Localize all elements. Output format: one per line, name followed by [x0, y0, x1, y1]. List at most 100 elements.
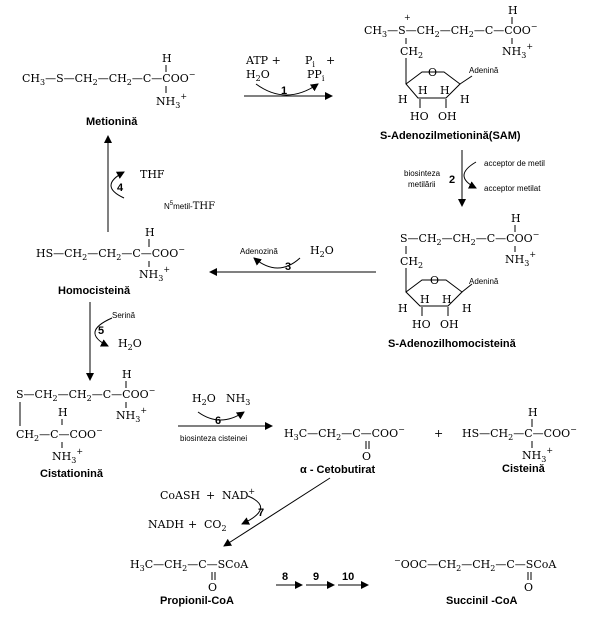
cistationina-structure: S—CH2—CH2—C—COO− H NH3+ H CH2—C—COO− NH3… [16, 368, 155, 465]
homocisteina-structure: HS—CH2—CH2—C—COO− H NH3+ [36, 226, 185, 283]
serina-label: Serină [112, 311, 136, 320]
svg-text:HS—CH2—C—COO−: HS—CH2—C—COO− [462, 425, 577, 442]
svg-text:CH3—S—CH2—CH2—C—COO−: CH3—S—CH2—CH2—C—COO− [22, 70, 195, 87]
svg-text:OH: OH [438, 110, 457, 123]
plus-coa: + [206, 489, 215, 502]
svg-text:S—CH2—CH2—C—COO−: S—CH2—CH2—C—COO− [16, 386, 155, 403]
step-9-number: 9 [313, 571, 319, 583]
svg-text:NH3+: NH3+ [139, 265, 170, 283]
step-2-number: 2 [449, 174, 455, 186]
cistationina-label: Cistationină [40, 468, 104, 480]
reaction-7-arrow [223, 477, 331, 547]
atp-label: ATP + [245, 54, 281, 67]
propionil-coa-label: Propionil-CoA [160, 595, 234, 607]
svg-text:NH3+: NH3+ [116, 406, 147, 424]
step-10-number: 10 [342, 571, 354, 583]
svg-text:H: H [442, 293, 452, 306]
adenina-sah: Adenină [469, 277, 499, 286]
svg-text:HO: HO [410, 110, 429, 123]
svg-text:H: H [418, 84, 428, 97]
h2o-3-label: H2O [310, 244, 334, 259]
reaction-3-curve [253, 257, 301, 269]
adenina-sam: Adenină [469, 66, 499, 75]
svg-text:CH2: CH2 [400, 45, 423, 60]
svg-text:H: H [145, 226, 155, 239]
sam-structure: CH3—S—CH2—CH2—C—COO− + H NH3+ CH2 O Aden… [364, 4, 537, 123]
nadh-label: NADH [148, 518, 184, 531]
svg-text:O: O [428, 66, 437, 79]
reaction-2-curve [463, 161, 477, 189]
plus-nad: + [188, 518, 197, 531]
svg-text:H: H [508, 4, 518, 17]
reaction-1-curve [255, 83, 319, 96]
succinil-coa-label: Succinil -CoA [446, 595, 518, 607]
step-1-number: 1 [281, 85, 287, 97]
h2o-5-label: H2O [118, 337, 142, 352]
h2o-1-label: H2O [246, 68, 270, 83]
h2o-6-label: H2O [192, 392, 216, 407]
svg-text:HS—CH2—CH2—C—COO−: HS—CH2—CH2—C—COO− [36, 245, 185, 262]
svg-text:H: H [511, 212, 521, 225]
homocisteina-label: Homocisteină [58, 285, 131, 297]
nh3-label: NH3 [226, 392, 250, 407]
cetobutirat-label: α - Cetobutirat [300, 464, 376, 476]
biosinteza-cisteinei-label: biosinteza cisteinei [180, 434, 247, 443]
acceptor-de-metil: acceptor de metil [484, 159, 545, 168]
svg-text:CH2: CH2 [400, 255, 423, 270]
propionil-coa-structure: H3C—CH2—C—SCoA O [130, 558, 249, 594]
svg-text:NH3+: NH3+ [522, 446, 553, 464]
nad-plus-label: NAD+ [222, 487, 255, 502]
svg-text:CH2—C—COO−: CH2—C—COO− [16, 426, 103, 443]
step-7-number: 7 [258, 507, 264, 519]
ppi-label: PPi [307, 68, 325, 83]
svg-text:O: O [430, 274, 439, 287]
svg-text:H: H [122, 368, 132, 381]
acceptor-metilat: acceptor metilat [484, 184, 541, 193]
step-8-number: 8 [282, 571, 288, 583]
svg-text:H: H [460, 93, 470, 106]
reaction-6-curve [197, 411, 245, 421]
svg-text:NH3+: NH3+ [52, 447, 83, 465]
biosinteza-metilarii-1: biosinteza [404, 169, 441, 178]
svg-text:CH3—S—CH2—CH2—C—COO−: CH3—S—CH2—CH2—C—COO− [364, 22, 537, 39]
svg-text:H: H [58, 406, 68, 419]
svg-text:OH: OH [440, 318, 459, 331]
metionina-structure: CH3—S—CH2—CH2—C—COO− H NH3+ [22, 52, 195, 110]
metionina-label: Metionină [86, 116, 138, 128]
svg-text:−OOC—CH2—CH2—C—SCoA: −OOC—CH2—CH2—C—SCoA [394, 556, 557, 573]
reaction-4-curve [110, 171, 125, 199]
cisteina-label: Cisteină [502, 463, 546, 475]
reaction-5-curve [94, 317, 113, 347]
reaction-7-curve [241, 495, 261, 525]
svg-text:NH3+: NH3+ [502, 42, 533, 60]
sah-structure: S—CH2—CH2—C—COO− H NH3+ CH2 O Adenină H … [398, 212, 539, 331]
svg-text:O: O [362, 450, 371, 463]
step-3-number: 3 [285, 261, 291, 273]
svg-text:H: H [462, 302, 472, 315]
svg-text:H: H [398, 93, 408, 106]
svg-text:HO: HO [412, 318, 431, 331]
svg-text:+: + [404, 13, 411, 22]
biosinteza-metilarii-2: metilării [408, 180, 436, 189]
adenozina-label: Adenozină [240, 247, 278, 256]
svg-text:O: O [208, 581, 217, 594]
svg-text:H: H [162, 52, 172, 65]
svg-text:NH3+: NH3+ [505, 250, 536, 268]
plus-products: + [434, 427, 443, 440]
svg-text:S—CH2—CH2—C—COO−: S—CH2—CH2—C—COO− [400, 230, 539, 247]
plus-1: + [326, 54, 335, 67]
svg-text:H: H [440, 84, 450, 97]
co2-label: CO2 [204, 518, 227, 533]
coash-label: CoASH [160, 489, 200, 502]
svg-text:H: H [398, 302, 408, 315]
pi-label: Pi [305, 54, 315, 69]
step-4-number: 4 [117, 182, 124, 194]
svg-text:H3C—CH2—C—SCoA: H3C—CH2—C—SCoA [130, 558, 249, 573]
step-5-number: 5 [98, 325, 104, 337]
svg-text:H: H [528, 406, 538, 419]
sam-label: S-Adenozilmetionină(SAM) [380, 130, 521, 142]
cetobutirat-structure: H3C—CH2—C—COO− O [284, 425, 405, 463]
n5-metil-thf-label: N5metil-THF [164, 201, 215, 212]
sah-label: S-Adenozilhomocisteină [388, 338, 517, 350]
